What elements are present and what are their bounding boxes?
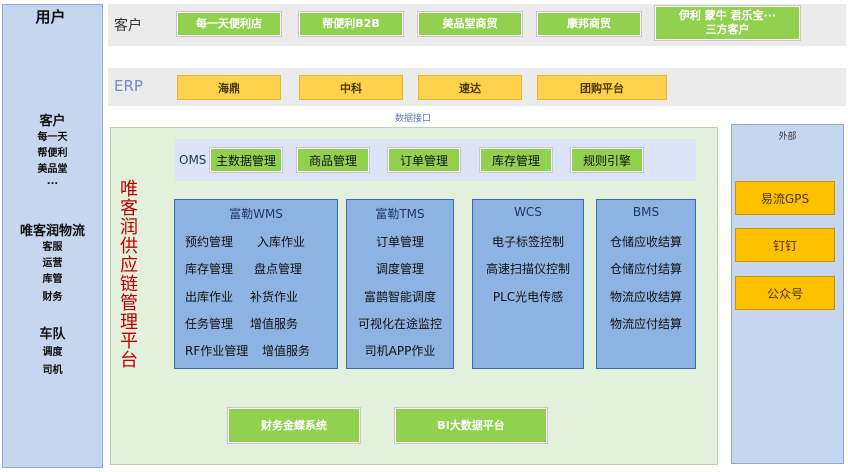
- customer-third-party-line1: 伊利 蒙牛 君乐宝···: [678, 9, 777, 22]
- wms-title: 富勒WMS: [229, 207, 283, 221]
- wms-item: 出库作业: [185, 290, 234, 304]
- wms-item: 预约管理: [185, 235, 234, 249]
- customer-band-label: 客户: [114, 18, 142, 34]
- customer-bangbianli: 帮便利B2B: [298, 11, 404, 37]
- user-group-item: 库管: [42, 274, 63, 285]
- user-group-fleet-heading: 车队: [39, 327, 66, 342]
- user-panel: [2, 4, 103, 468]
- erp-haiding: 海鼎: [177, 75, 281, 100]
- wcs-box: [472, 199, 584, 369]
- wms-item: 库存管理: [185, 262, 234, 276]
- customer-meiyitian: 每一天便利店: [176, 11, 282, 37]
- tms-item: 调度管理: [375, 262, 424, 276]
- user-group-item: 运营: [42, 258, 63, 269]
- user-group-item: ...: [46, 176, 59, 187]
- oms-rule-engine: 规则引擎: [570, 147, 644, 173]
- oms-inventory: 库存管理: [479, 147, 553, 173]
- tms-item: 富鹊智能调度: [363, 290, 436, 304]
- wms-item: 增值服务: [262, 344, 311, 358]
- bi-big-data-platform: BI大数据平台: [394, 407, 548, 444]
- finance-kingdee-system: 财务金蝶系统: [227, 407, 361, 444]
- data-interface-label: 数据接口: [395, 114, 432, 124]
- platform-title: 唯客润供应链管理平台: [120, 179, 138, 371]
- user-group-item: 美品堂: [37, 164, 68, 175]
- wcs-item: 高速扫描仪控制: [485, 262, 570, 276]
- wms-item: 增值服务: [250, 317, 299, 331]
- tms-item: 订单管理: [375, 235, 424, 249]
- oms-order: 订单管理: [387, 147, 461, 173]
- external-dingtalk: 钉钉: [735, 228, 835, 262]
- erp-band-label: ERP: [114, 77, 143, 95]
- customer-third-party-line2: 三方客户: [705, 23, 750, 36]
- tms-item: 可视化在途监控: [357, 317, 442, 331]
- user-group-item: 司机: [42, 365, 63, 376]
- wms-item: 补货作业: [250, 290, 299, 304]
- wms-item: 盘点管理: [254, 262, 303, 276]
- bms-item: 物流应付结算: [609, 317, 682, 331]
- wms-item: 入库作业: [257, 235, 306, 249]
- customer-kangbang: 康邦商贸: [536, 11, 642, 37]
- user-group-logistics-heading: 唯客润物流: [19, 224, 85, 239]
- user-group-customers-heading: 客户: [39, 114, 66, 129]
- erp-suda: 速达: [418, 75, 522, 100]
- customer-meipintang: 美品堂商贸: [417, 11, 523, 37]
- user-group-item: 每一天: [37, 132, 68, 143]
- oms-product: 商品管理: [296, 147, 370, 173]
- user-group-item: 帮便利: [37, 148, 68, 159]
- external-yiliu-gps: 易流GPS: [735, 181, 835, 215]
- wms-item: 任务管理: [185, 317, 234, 331]
- bms-box: [596, 199, 696, 369]
- bms-item: 仓储应收结算: [609, 235, 682, 249]
- erp-group-buying: 团购平台: [537, 75, 667, 100]
- external-official-account: 公众号: [735, 276, 835, 310]
- oms-master-data: 主数据管理: [209, 147, 283, 173]
- bms-item: 物流应收结算: [609, 290, 682, 304]
- bms-item: 仓储应付结算: [609, 262, 682, 276]
- user-group-item: 客服: [42, 242, 63, 253]
- customer-third-party: 伊利 蒙牛 君乐宝··· 三方客户: [654, 5, 801, 41]
- user-group-item: 调度: [42, 347, 63, 358]
- tms-box: [346, 199, 454, 369]
- erp-zhongke: 中科: [299, 75, 403, 100]
- wcs-item: PLC光电传感: [492, 290, 564, 304]
- tms-item: 司机APP作业: [364, 344, 436, 358]
- tms-title: 富勒TMS: [375, 207, 425, 221]
- wms-box: [174, 199, 338, 369]
- wms-item: RF作业管理: [185, 344, 249, 358]
- bms-title: BMS: [632, 205, 660, 219]
- oms-label: OMS: [179, 153, 207, 167]
- user-group-item: 财务: [42, 292, 63, 303]
- wcs-title: WCS: [514, 205, 542, 219]
- wcs-item: 电子标签控制: [491, 235, 564, 249]
- user-title: 用户: [35, 8, 66, 26]
- external-label: 外部: [778, 132, 797, 142]
